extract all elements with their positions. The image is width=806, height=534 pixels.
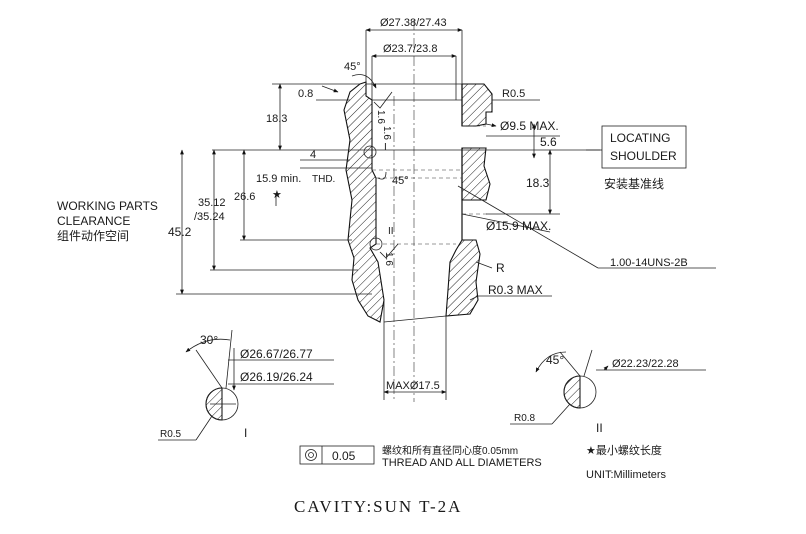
depth-35-label: 35.12 — [198, 197, 226, 209]
dim-5-6-label: 5.6 — [540, 135, 557, 149]
concentricity-en: THREAD AND ALL DIAMETERS — [382, 457, 542, 469]
dim-18-3-right-label: 18.3 — [526, 176, 550, 190]
drawing-title: CAVITY:SUN T-2A — [294, 497, 462, 516]
thread-min-label: 15.9 min. — [256, 173, 301, 185]
unit-note: UNIT:Millimeters — [586, 469, 667, 481]
working-parts-line2: CLEARANCE — [57, 214, 130, 228]
detail-1-radius: R0.5 — [160, 429, 182, 440]
right-mid-hatch — [461, 147, 491, 201]
depth-26-6-label: 26.6 — [234, 191, 255, 203]
finish-2-label: 1.6 — [381, 126, 392, 140]
depth-35b-label: /35.24 — [194, 211, 225, 223]
notes: 0.05 螺纹和所有直径同心度0.05mm THREAD AND ALL DIA… — [294, 443, 667, 516]
locating-line2: SHOULDER — [610, 149, 677, 163]
min-thread-note: ★最小螺纹长度 — [586, 443, 662, 457]
radius-r-label: R — [496, 261, 505, 275]
thread-spec-label: 1.00-14UNS-2B — [610, 257, 688, 269]
detail-2-dia: Ø22.23/22.28 — [612, 358, 679, 370]
right-dimensions: R0.5 Ø9.5 MAX. 5.6 18.3 Ø15.9 MAX. 1.00-… — [383, 88, 716, 400]
detail-1-marker — [363, 145, 377, 159]
detail-1-dia-b: Ø26.19/26.24 — [240, 370, 313, 384]
main-section — [343, 20, 493, 402]
thd-label: THD. — [312, 174, 335, 185]
concentricity-frame — [299, 445, 375, 465]
finish-3-label: 1.6 — [383, 252, 394, 266]
left-dimensions: 0.8 18.3 4 15.9 min. THD. 45° 26.6 ★ 35.… — [57, 83, 600, 295]
right-lower-hatch — [445, 239, 481, 317]
detail-2-angle: 45° — [546, 353, 564, 367]
top-dimensions: Ø27.38/27.43 Ø23.7/23.8 45° — [344, 17, 463, 100]
detail-2: 45° Ø22.23/22.28 R0.8 II — [510, 349, 706, 435]
dia-9-5-label: Ø9.5 MAX. — [500, 119, 559, 133]
locating-shoulder-box — [601, 125, 687, 169]
angle-45-mid-label: 45° — [392, 175, 409, 187]
chamfer-45-top-label: 45° — [344, 61, 361, 73]
working-parts-line1: WORKING PARTS — [57, 199, 158, 213]
depth-45-2-label: 45.2 — [168, 225, 192, 239]
detail-1: 30° Ø26.67/26.77 Ø26.19/26.24 R0.5 I — [158, 329, 334, 441]
depth-4-label: 4 — [310, 149, 316, 161]
right-upper-hatch — [461, 83, 493, 127]
radius-r03-label: R0.3 MAX — [488, 283, 543, 297]
depth-18-3-left-label: 18.3 — [266, 113, 287, 125]
concentricity-icon — [305, 449, 317, 461]
concentricity-cn: 螺纹和所有直径同心度0.05mm — [382, 444, 518, 457]
detail-2-radius: R0.8 — [514, 413, 536, 424]
detail-1-roman: I — [244, 426, 247, 440]
locating-cn: 安装基准线 — [604, 176, 664, 191]
working-parts-cn: 组件动作空间 — [57, 229, 129, 243]
top-depth-label: 0.8 — [298, 88, 313, 100]
star-marker: ★ — [272, 189, 282, 201]
locating-line1: LOCATING — [610, 131, 670, 145]
inner-dia-label: Ø23.7/23.8 — [383, 43, 437, 55]
detail-1-angle: 30° — [200, 333, 218, 347]
max-dia-17-5-label: MAXØ17.5 — [386, 380, 440, 392]
dia-15-9-label: Ø15.9 MAX. — [486, 219, 551, 233]
detail-2-marker — [369, 237, 383, 251]
left-wall-hatch — [343, 81, 385, 323]
concentricity-value: 0.05 — [332, 449, 356, 463]
finish-1-label: 1.6 — [375, 110, 386, 124]
roman-2-main: II — [388, 226, 394, 237]
detail-1-dia-a: Ø26.67/26.77 — [240, 347, 313, 361]
detail-2-roman: II — [596, 421, 603, 435]
radius-r05-label: R0.5 — [502, 88, 525, 100]
roman-1-main: I — [384, 142, 387, 153]
outer-dia-label: Ø27.38/27.43 — [380, 17, 447, 29]
